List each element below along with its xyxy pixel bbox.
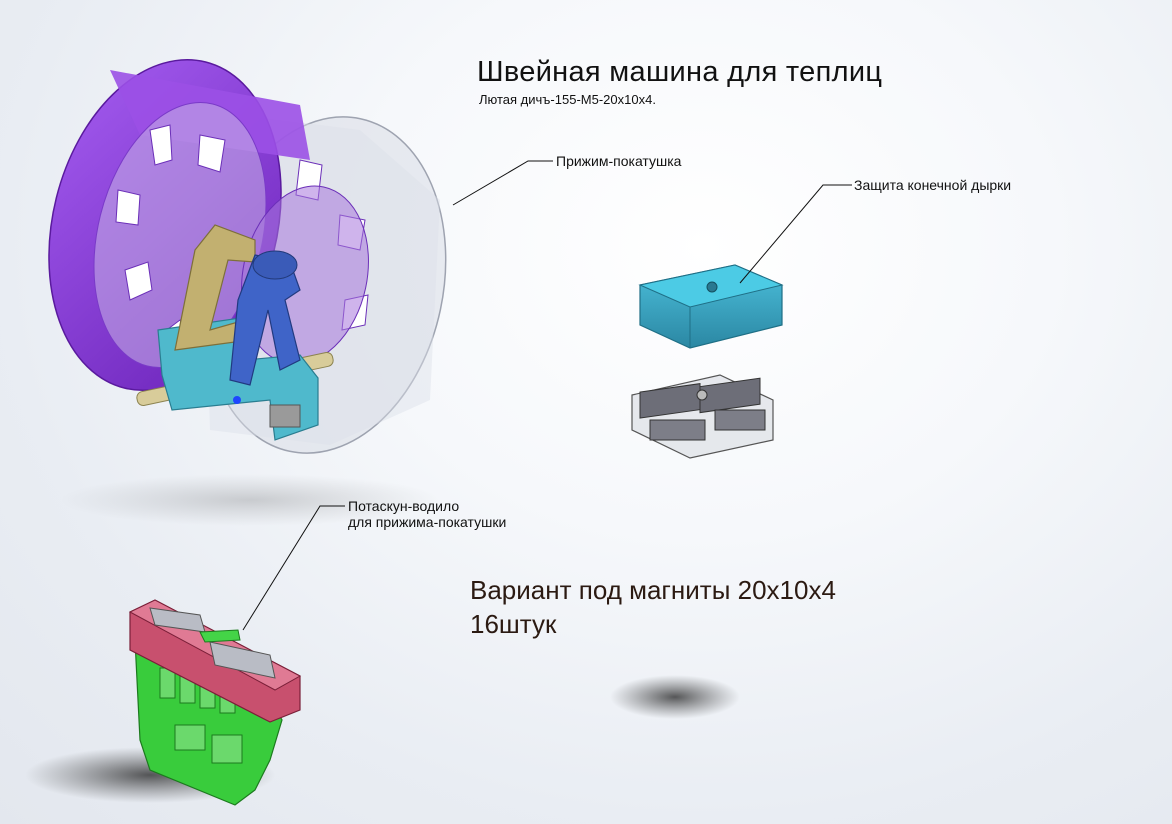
roller-callout-leader [452,160,553,206]
callout-driver: Потаскун-водило для прижима-покатушки [348,498,506,530]
callout-driver-line1: Потаскун-водило [348,498,460,514]
roller-driver [128,599,302,806]
variant-line2: 16штук [470,609,557,639]
hole-guard-cap [638,264,784,349]
variant-note: Вариант под магниты 20х10х4 16штук [470,573,836,641]
magnet-shadow [610,675,740,719]
callout-hole-guard: Защита конечной дырки [854,177,1012,193]
roller-wheel [48,59,447,454]
magnet-housing [631,374,774,459]
wheel-shadow [60,474,440,526]
callout-driver-line2: для прижима-покатушки [348,514,507,530]
driver-callout-leader [242,505,345,631]
callout-roller: Прижим-покатушка [556,153,682,169]
page-subtitle: Лютая дичъ-155-М5-20х10х4. [479,92,656,107]
variant-line1: Вариант под магниты 20х10х4 [470,575,836,605]
hole-guard-callout-leader [739,184,852,284]
page-title: Швейная машина для теплиц [477,56,883,88]
